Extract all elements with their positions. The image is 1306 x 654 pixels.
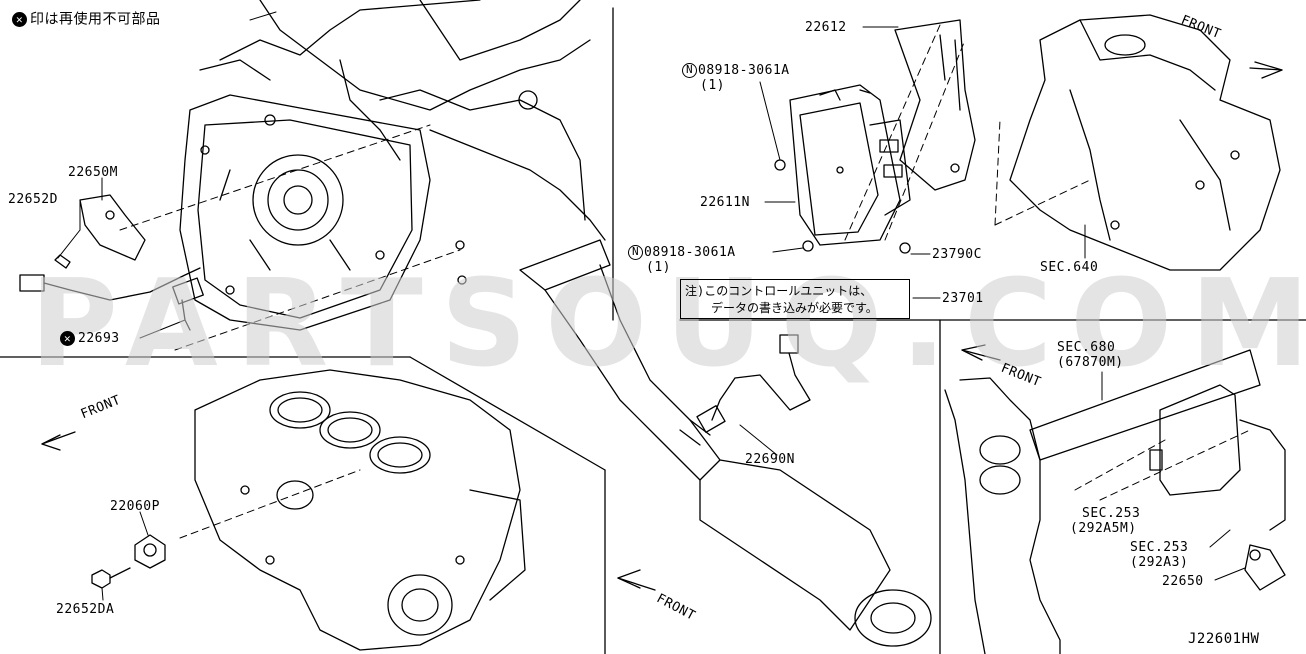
qty-08918-top: (1) [700,78,725,93]
callout-22652DA[interactable]: 22652DA [56,602,115,617]
callout-22693[interactable]: ✕22693 [60,331,120,346]
note-box: 注)このコントロールユニットは、 データの書き込みが必要です。 [680,279,910,319]
notice: ✕印は再使用不可部品 [12,12,161,28]
cylinder-block-drawing [194,369,526,651]
qty-08918-bottom: (1) [646,260,671,275]
ref-sec253-b[interactable]: SEC.253 [1130,540,1189,555]
section-dividers [0,7,1306,654]
drawing-id: J22601HW [1188,631,1260,647]
callout-22650M[interactable]: 22650M [68,165,118,180]
notice-text: 印は再使用不可部品 [30,11,161,28]
callout-23790C[interactable]: 23790C [932,247,982,262]
callout-22611N[interactable]: 22611N [700,195,750,210]
n-mark-icon: N [682,63,697,78]
callout-22060P[interactable]: 22060P [110,499,160,514]
ref-sec253-a-code: (292A5M) [1070,521,1137,536]
x-mark-icon: ✕ [60,331,75,346]
callout-22652D[interactable]: 22652D [8,192,58,207]
part-number: 08918-3061A [698,63,790,78]
part-number: 08918-3061A [644,245,736,260]
crank-sensor-22693-drawing [19,194,204,331]
callout-22650[interactable]: 22650 [1162,574,1204,589]
leader-lines [57,11,1246,601]
dashed-guides [119,24,1251,539]
o2-sensor-22690N-drawing [696,334,811,433]
body-panel-sec640-drawing [1009,14,1281,271]
ref-sec640[interactable]: SEC.640 [1040,260,1099,275]
knock-sensor-22060P-drawing [91,534,166,589]
note-line-1: 注)このコントロールユニットは、 [685,284,873,298]
note-line-2: データの書き込みが必要です。 [711,301,878,315]
callout-22690N[interactable]: 22690N [745,452,795,467]
engine-upper-drawing [179,0,606,331]
bracket-22612-drawing [894,19,976,191]
n-mark-icon: N [628,245,643,260]
x-mark-icon: ✕ [12,12,27,27]
callout-22612[interactable]: 22612 [805,20,847,35]
ref-sec680-code: (67870M) [1057,355,1124,370]
ref-sec253-b-code: (292A3) [1130,555,1189,570]
rear-sensor-section-drawing [944,349,1286,654]
ref-sec680[interactable]: SEC.680 [1057,340,1116,355]
callout-23701[interactable]: 23701 [942,291,984,306]
ecm-22611N-drawing [774,84,911,254]
front-arrows [41,61,1283,591]
ref-sec253-a[interactable]: SEC.253 [1082,506,1141,521]
part-number: 22693 [78,331,120,346]
